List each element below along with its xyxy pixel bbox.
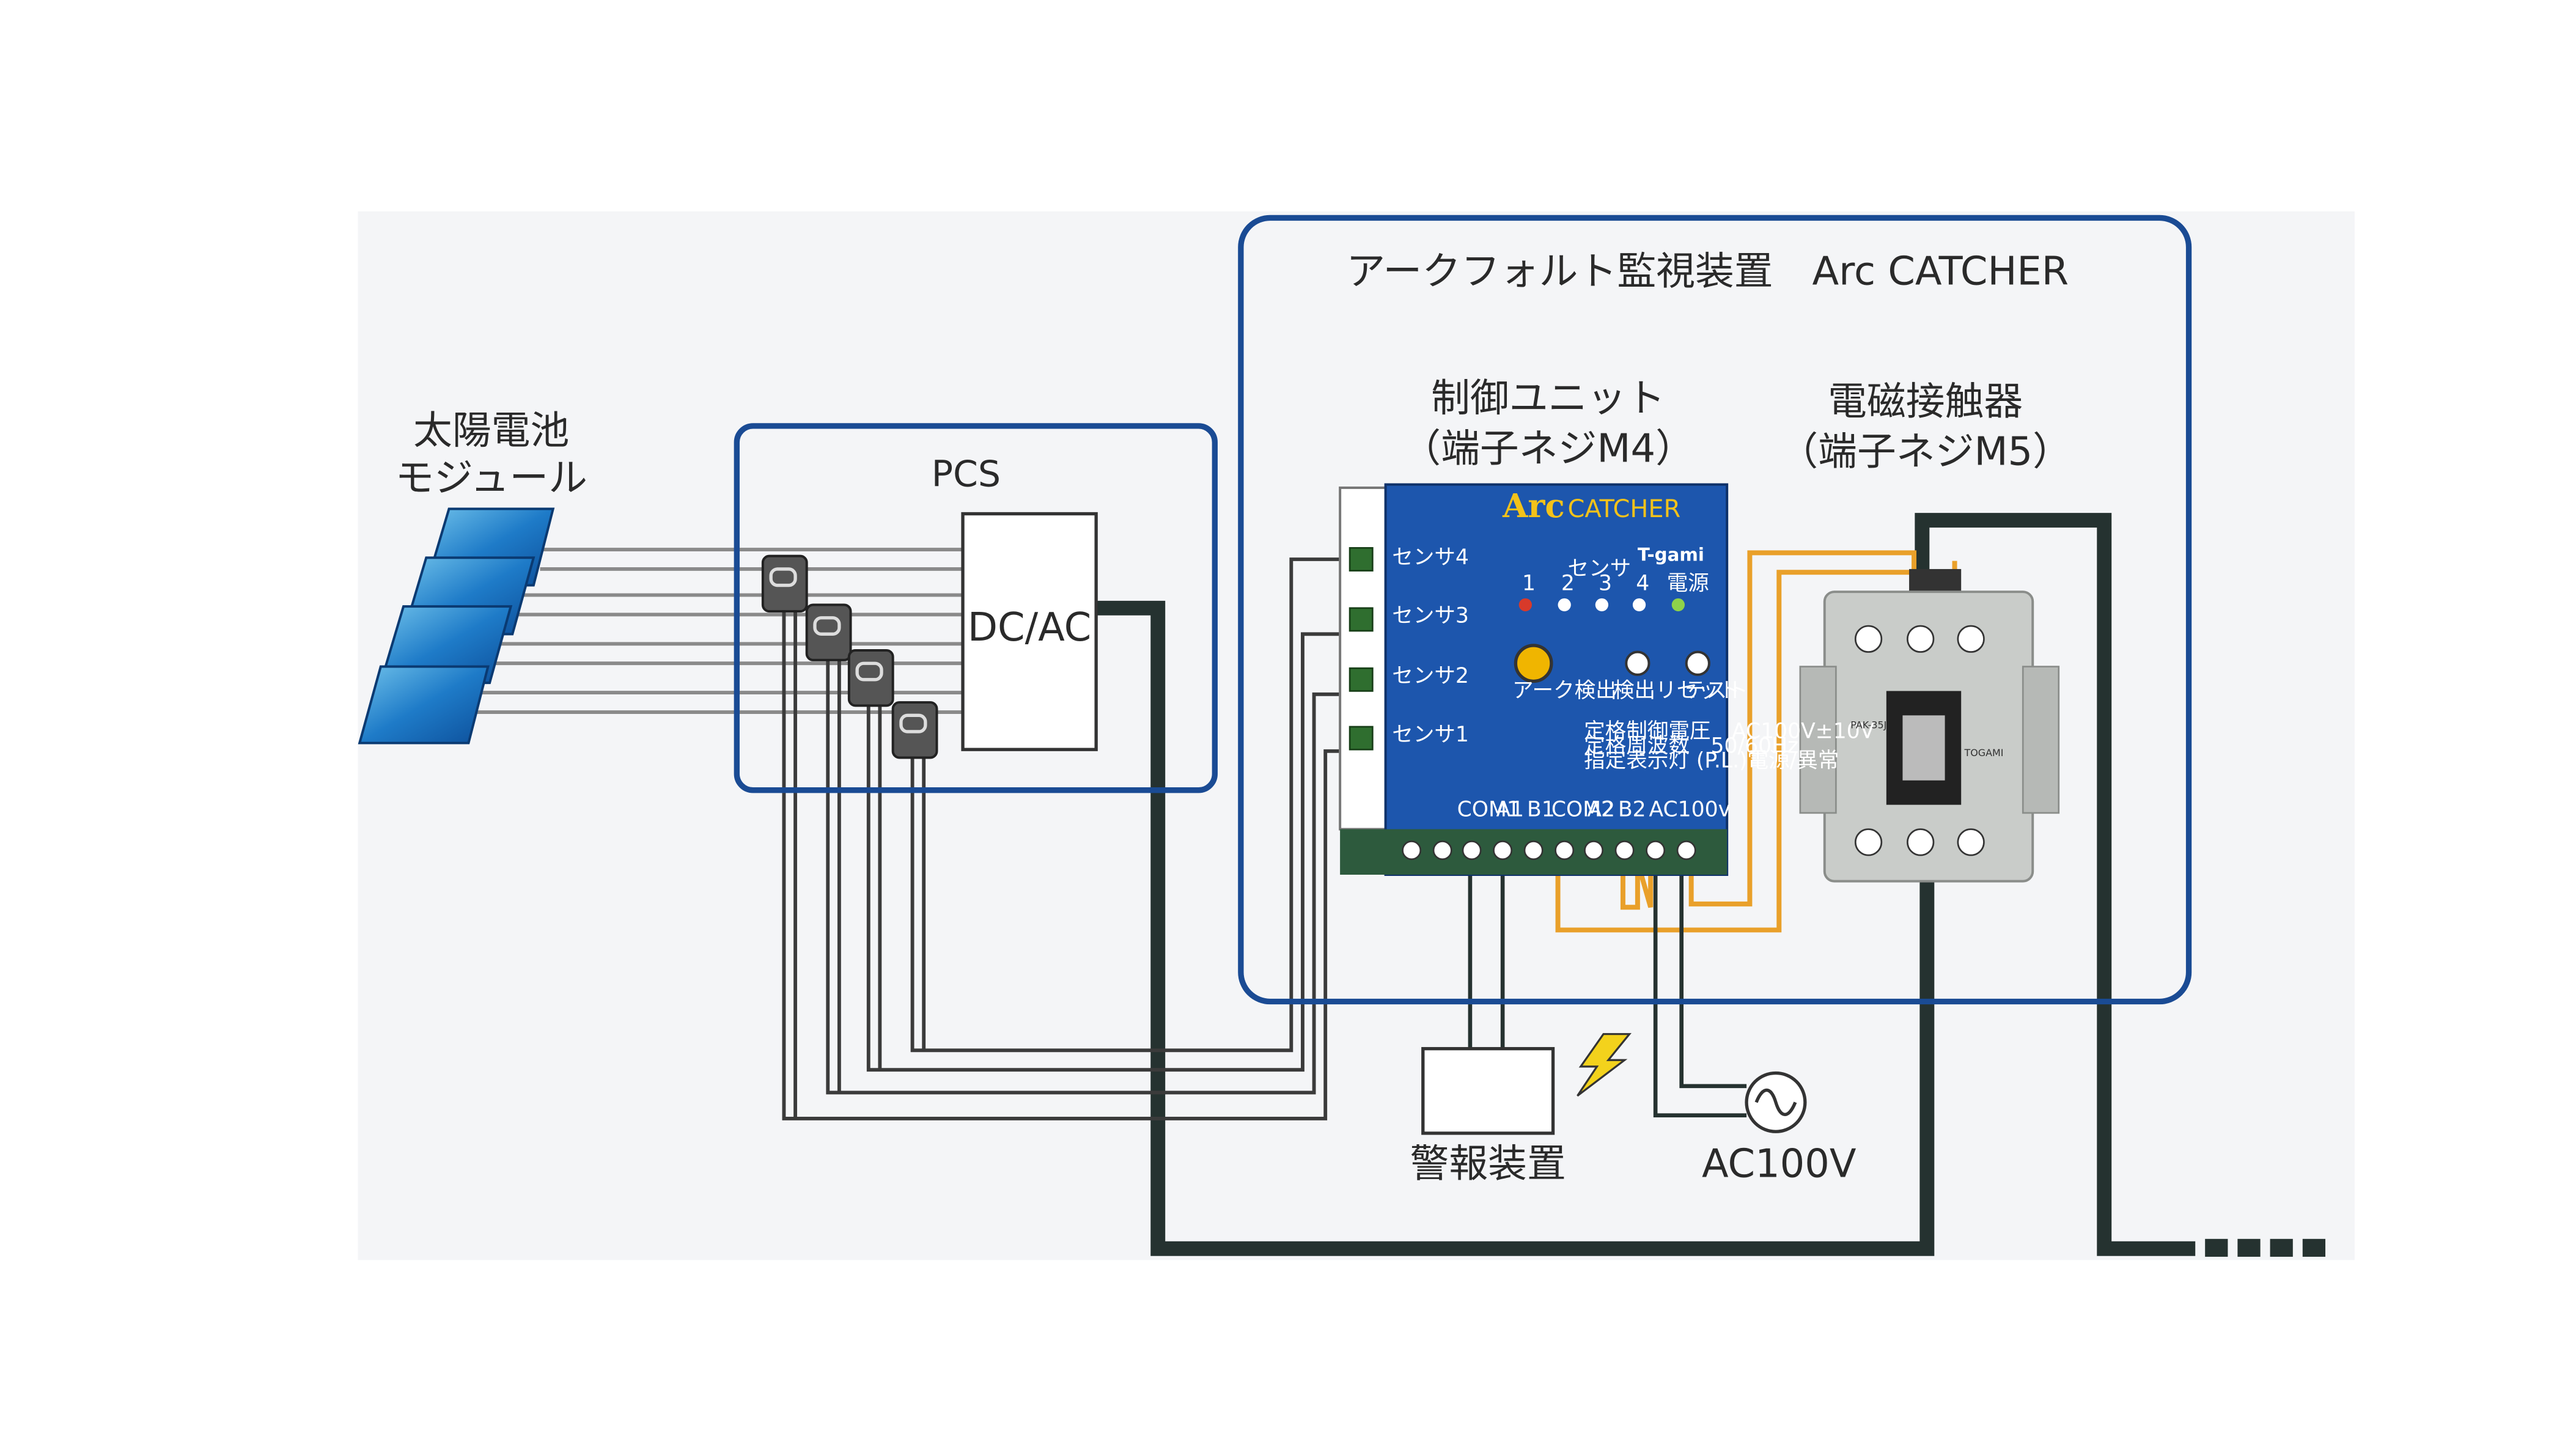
sensor-led-1 xyxy=(1518,598,1532,612)
contactor-brand: TOGAMI xyxy=(1964,747,2004,759)
unit-terminal-b1: B1 xyxy=(1527,797,1555,822)
unit-input-4: センサ4 xyxy=(1392,545,1469,570)
pcs-frame xyxy=(734,423,1218,793)
test-button[interactable] xyxy=(1685,650,1710,676)
ct-sensor-icon xyxy=(761,554,938,759)
system-frame xyxy=(1238,215,2192,1005)
unit-spec-1: 定格制御電圧 AC100V±10V xyxy=(1584,719,1875,744)
unit-terminal-a1: A1 xyxy=(1496,797,1524,822)
unit-terminal-com2: COM2 xyxy=(1551,797,1614,822)
reset-button[interactable] xyxy=(1625,650,1650,676)
alarm-box xyxy=(1421,1046,1555,1135)
unit-sensor-num-3: 3 xyxy=(1599,572,1612,596)
ac-label: AC100V xyxy=(1702,1142,1857,1187)
unit-terminal-a2: A2 xyxy=(1587,797,1615,822)
sensor-led-4 xyxy=(1632,598,1646,612)
unit-spec-3: 指定表示灯 (P.L.)電源/異常 xyxy=(1584,748,1839,773)
unit-sensor-heading: センサ xyxy=(1567,557,1631,581)
sensor-wires xyxy=(782,557,1356,1120)
unit-brand-catcher: CATCHER xyxy=(1567,495,1680,523)
control-unit-label-1: 制御ユニット xyxy=(1431,376,1665,421)
unit-terminal-com1: COM1 xyxy=(1457,797,1520,822)
unit-terminal-b2: B2 xyxy=(1618,797,1646,822)
unit-input-2: センサ2 xyxy=(1392,664,1469,688)
unit-input-1: センサ1 xyxy=(1392,723,1469,747)
sensor-input-connectors xyxy=(1349,547,1374,751)
power-line xyxy=(1096,513,2196,1256)
lightning-icon xyxy=(1577,1033,1632,1097)
pcs-label: PCS xyxy=(932,453,1001,495)
sensor-led-2 xyxy=(1558,598,1571,612)
inverter-box xyxy=(961,512,1098,751)
control-unit xyxy=(1339,483,1729,877)
unit-test-label: テスト xyxy=(1685,678,1748,703)
contactor-label-2: （端子ネジM5） xyxy=(1779,430,2072,475)
alarm-label: 警報装置 xyxy=(1410,1142,1566,1187)
unit-spec-2: 定格周波数 50/60Hz xyxy=(1584,734,1798,759)
power-led xyxy=(1671,598,1685,612)
unit-brand-arc: Arc xyxy=(1502,487,1565,525)
unit-sensor-num-4: 4 xyxy=(1636,572,1649,596)
sensor-led-3 xyxy=(1595,598,1608,612)
terminal-block xyxy=(1402,840,1696,861)
solar-panel-icon xyxy=(358,507,555,745)
system-title: アークフォルト監視装置 Arc CATCHER xyxy=(1346,249,2069,294)
contactor-unit xyxy=(1799,568,2060,883)
unit-power-label: 電源 xyxy=(1667,572,1709,596)
contactor-label-1: 電磁接触器 xyxy=(1828,379,2023,424)
ac-source-icon xyxy=(1745,1071,1807,1133)
unit-reset-label: 検出リセット xyxy=(1613,678,1740,703)
contactor-model: PAK-35J xyxy=(1850,719,1886,731)
unit-sensor-num-2: 2 xyxy=(1561,572,1575,596)
unit-arc-detect-label: アーク検出 xyxy=(1512,678,1617,703)
unit-input-3: センサ3 xyxy=(1392,604,1469,628)
unit-terminal-ac100v: AC100v xyxy=(1649,797,1731,822)
unit-sensor-num-1: 1 xyxy=(1522,572,1536,596)
inverter-label: DC/AC xyxy=(968,605,1091,650)
solar-label-1: 太陽電池 xyxy=(413,408,569,454)
alarm-ac-wiring xyxy=(1468,853,1747,1117)
arc-detect-lamp xyxy=(1514,644,1553,683)
solar-label-2: モジュール xyxy=(395,455,587,501)
control-unit-label-2: （端子ネジM4） xyxy=(1402,426,1695,471)
continuation-dots xyxy=(2205,1238,2325,1257)
unit-maker: T-gami xyxy=(1638,545,1704,565)
